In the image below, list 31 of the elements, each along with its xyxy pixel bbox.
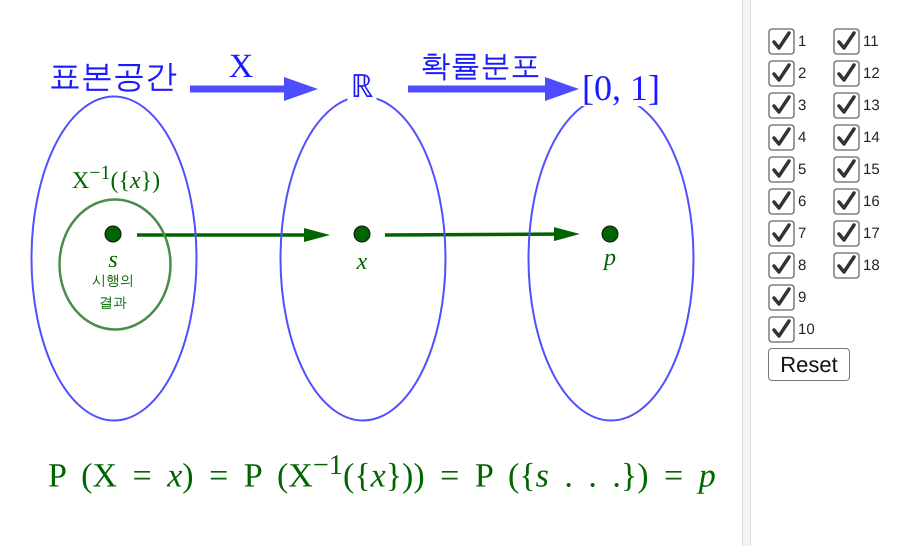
checkbox: 3 xyxy=(768,92,806,119)
checkbox: 7 xyxy=(768,220,806,247)
checkbox: 11 xyxy=(833,28,879,55)
arrow xyxy=(385,227,580,242)
checkbox: 5 xyxy=(768,156,806,183)
checkbox: 15 xyxy=(833,156,880,183)
point-label: s xyxy=(108,248,118,272)
checkbox: 1 xyxy=(768,28,806,55)
point-label: x xyxy=(356,250,368,274)
checkbox: 8 xyxy=(768,252,806,279)
point-dot xyxy=(104,225,122,243)
checkbox: 9 xyxy=(768,284,806,311)
point-label: p xyxy=(604,246,616,270)
point-dot xyxy=(353,225,371,243)
checkbox: 14 xyxy=(833,124,880,151)
point-dot xyxy=(601,225,619,243)
checkbox: 18 xyxy=(833,252,880,279)
checkbox: 13 xyxy=(833,92,880,119)
checkbox: 12 xyxy=(833,60,880,87)
arrow xyxy=(137,228,330,242)
checkbox: 17 xyxy=(833,220,880,247)
reset-button: Reset xyxy=(768,348,850,381)
point-caption: 시행의 결과 xyxy=(91,271,135,312)
arrow xyxy=(408,77,579,101)
checkbox: 6 xyxy=(768,188,806,215)
probability-formula: P (X = x) = P (X$^{−1}$({x})) = P ({s . . .}) = p xyxy=(48,450,716,495)
checkbox: 4 xyxy=(768,124,806,151)
checkbox: 2 xyxy=(768,60,806,87)
arrow xyxy=(190,77,318,101)
checkbox: 16 xyxy=(833,188,880,215)
checkbox: 10 xyxy=(768,316,815,343)
